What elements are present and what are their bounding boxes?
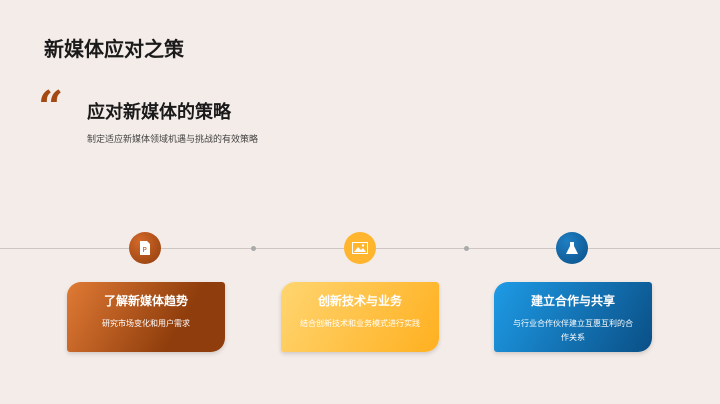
timeline-dot	[251, 246, 256, 251]
document-p-icon: P	[129, 232, 161, 264]
card-desc: 研究市场变化和用户需求	[102, 319, 190, 328]
card-desc: 结合创新技术和业务模式进行实践	[300, 319, 420, 328]
card-trends[interactable]: 了解新媒体趋势 研究市场变化和用户需求	[67, 282, 225, 352]
card-title: 建立合作与共享	[530, 294, 615, 308]
svg-text:P: P	[143, 246, 147, 254]
card-desc: 与行业合作伙伴建立互惠互利的合作关系	[513, 319, 633, 342]
flask-icon	[556, 232, 588, 264]
timeline-dot	[464, 246, 469, 251]
card-title: 了解新媒体趋势	[103, 294, 188, 308]
card-innovation[interactable]: 创新技术与业务 结合创新技术和业务模式进行实践	[281, 282, 439, 352]
image-icon	[344, 232, 376, 264]
card-title: 创新技术与业务	[317, 294, 402, 308]
section-heading: 应对新媒体的策略	[87, 102, 231, 123]
card-cooperation[interactable]: 建立合作与共享 与行业合作伙伴建立互惠互利的合作关系	[494, 282, 652, 352]
page-title: 新媒体应对之策	[44, 37, 184, 61]
quote-icon: “	[38, 82, 64, 133]
section-subtitle: 制定适应新媒体领域机遇与挑战的有效策略	[87, 135, 259, 145]
